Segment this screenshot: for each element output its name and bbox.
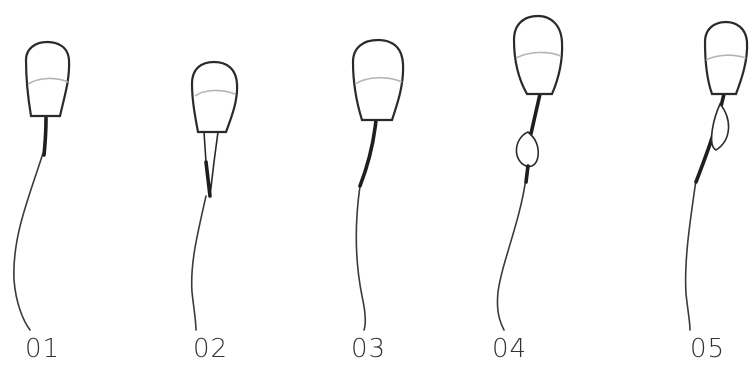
sperm-02 [192,62,237,330]
sperm-05-tail [686,180,696,330]
panel-label-02: 02 [193,336,228,362]
panel-label-03: 03 [351,336,386,362]
sperm-03-midpiece [360,120,376,186]
sperm-01-tail [14,150,44,330]
sperm-04-tail [497,178,526,330]
sperm-01 [14,42,69,330]
panel-label-04: 04 [492,336,527,362]
sperm-04-midpiece [530,94,540,138]
sperm-01-midpiece [44,118,46,155]
sperm-03 [353,40,403,330]
sperm-02-head [192,62,237,132]
panel-label-05: 05 [690,336,725,362]
sperm-04-midpiece-lower [526,166,528,182]
sperm-05-midpiece-loop [712,104,729,150]
sperm-05 [686,22,748,330]
sperm-02-tail [192,196,206,330]
sperm-03-tail [356,186,365,330]
sperm-04 [497,16,562,330]
sperm-04-midpiece-loop [516,132,538,166]
panel-label-01: 01 [25,336,60,362]
